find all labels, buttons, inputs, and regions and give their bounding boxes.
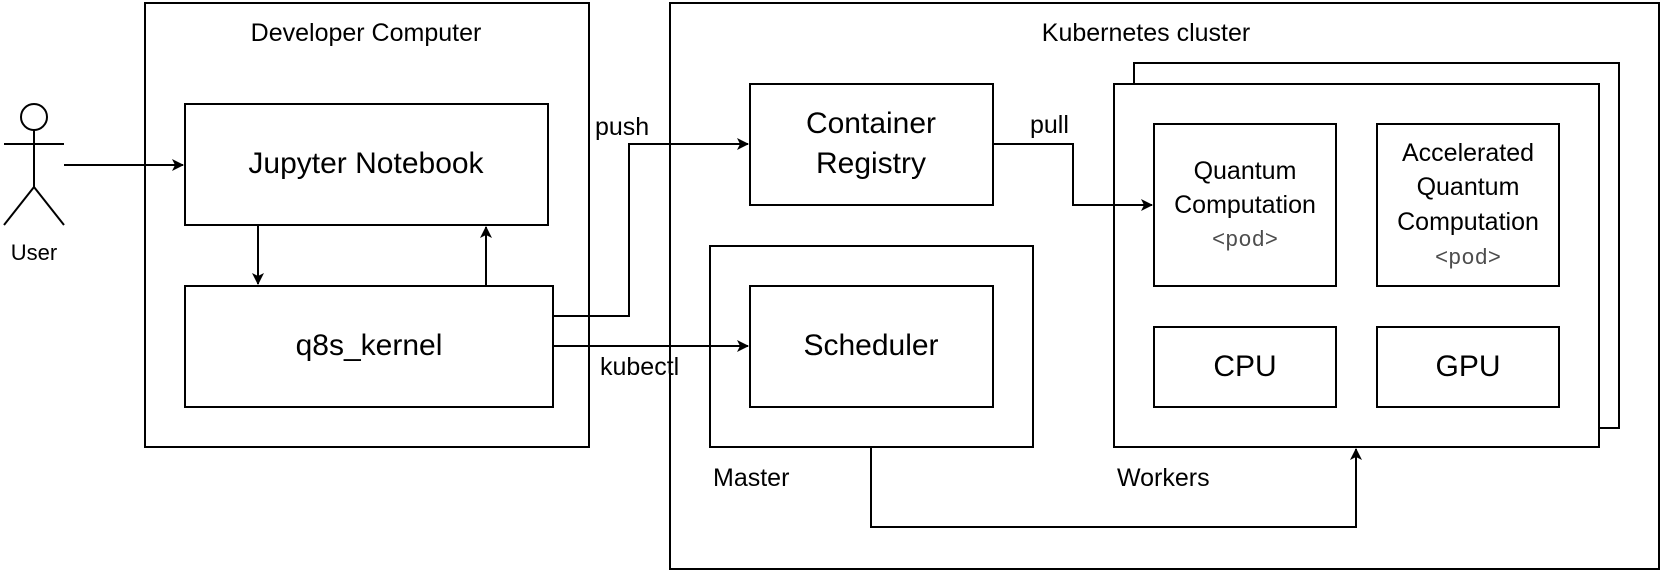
accelerated-quantum-pod-box bbox=[1376, 123, 1560, 287]
scheduler-box bbox=[749, 285, 994, 408]
quantum-pod-label-line2: Computation bbox=[1174, 191, 1316, 219]
push-arrow bbox=[553, 138, 749, 317]
jupyter-notebook-label: Jupyter Notebook bbox=[248, 147, 484, 180]
kubernetes-cluster-label: Kubernetes cluster bbox=[1042, 19, 1250, 47]
workers-label: Workers bbox=[1117, 464, 1210, 492]
pull-edge-label: pull bbox=[1030, 111, 1069, 139]
quantum-pod-label-line1: Quantum bbox=[1194, 157, 1297, 185]
kubectl-edge-label: kubectl bbox=[600, 353, 679, 381]
quantum-computation-pod-box bbox=[1153, 123, 1337, 287]
cpu-label: CPU bbox=[1213, 350, 1276, 383]
developer-computer-label: Developer Computer bbox=[251, 19, 482, 47]
push-edge-label: push bbox=[595, 113, 649, 141]
gpu-box bbox=[1376, 326, 1560, 408]
cpu-box bbox=[1153, 326, 1337, 408]
user-label: User bbox=[11, 240, 57, 265]
q8s-kernel-box bbox=[184, 285, 554, 408]
container-registry-box bbox=[749, 83, 994, 206]
container-registry-label-line2: Registry bbox=[816, 147, 926, 180]
container-registry-label-line1: Container bbox=[806, 107, 936, 140]
scheduler-to-workers-arrow bbox=[870, 447, 1362, 528]
accelerated-pod-tag: <pod> bbox=[1435, 246, 1501, 271]
accelerated-pod-label-line3: Computation bbox=[1397, 208, 1539, 236]
pull-arrow bbox=[993, 143, 1153, 211]
master-label: Master bbox=[713, 464, 789, 492]
scheduler-label: Scheduler bbox=[803, 329, 938, 362]
jupyter-notebook-box bbox=[184, 103, 549, 226]
accelerated-pod-label-line2: Quantum bbox=[1417, 173, 1520, 201]
q8s-kernel-label: q8s_kernel bbox=[296, 329, 443, 362]
accelerated-pod-label-line1: Accelerated bbox=[1402, 139, 1534, 167]
quantum-pod-tag: <pod> bbox=[1212, 228, 1278, 253]
user-actor-icon bbox=[3, 103, 65, 226]
gpu-label: GPU bbox=[1435, 350, 1500, 383]
